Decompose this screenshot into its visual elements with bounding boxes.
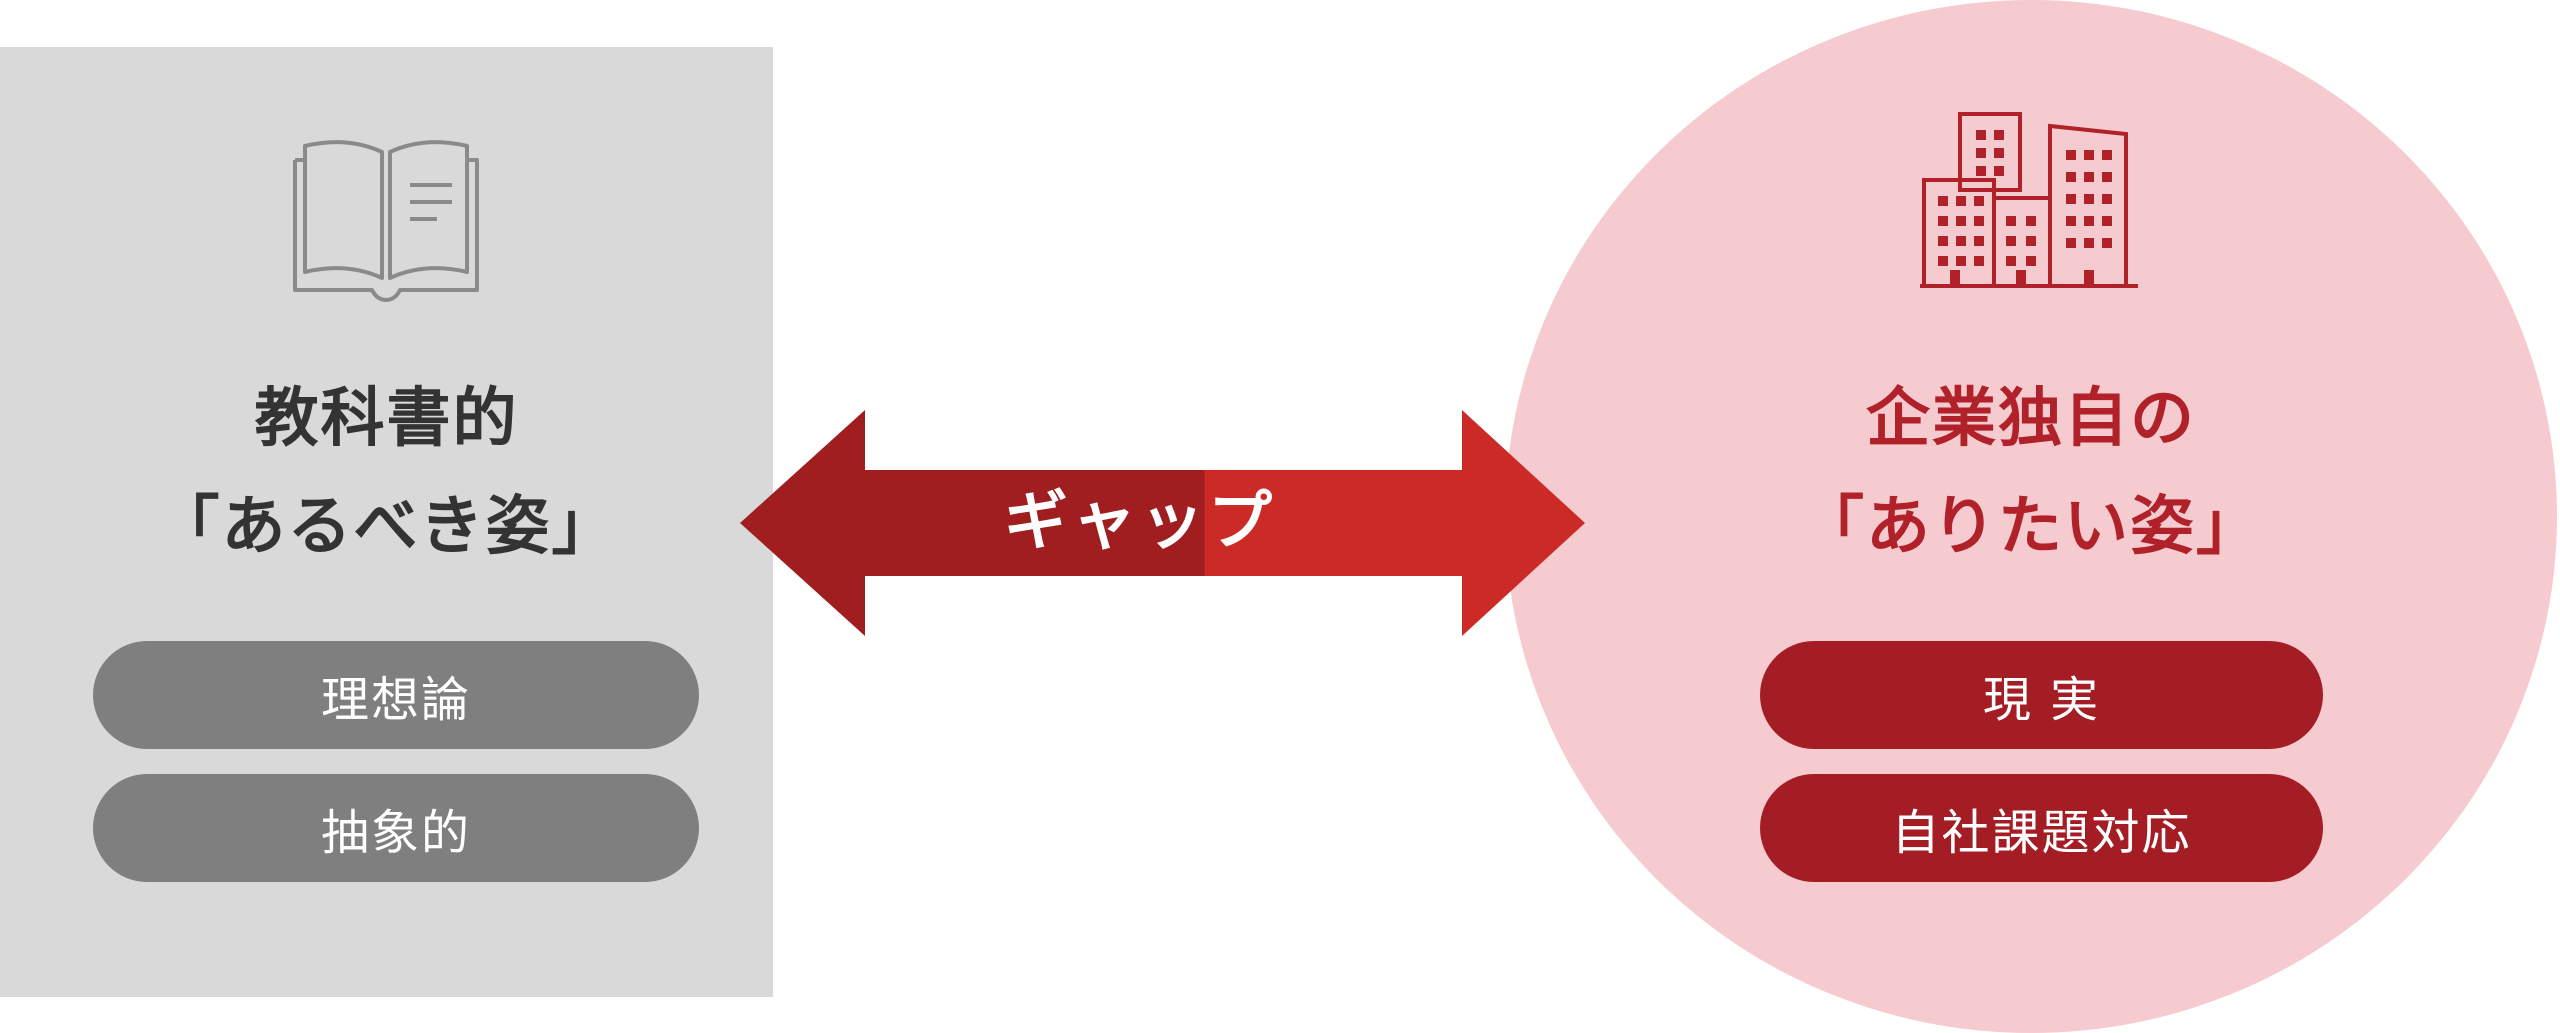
open-book-icon: [293, 140, 479, 302]
company-title-line1: 企業独自の: [1866, 382, 2196, 456]
gap-double-arrow: [740, 410, 1585, 636]
textbook-ideal-heading: 教科書的 「あるべき姿」: [0, 365, 773, 581]
gap-label: ギャップ: [1004, 485, 1276, 559]
abstract-pill: 抽象的: [93, 774, 699, 882]
textbook-title-line2: 「あるべき姿」: [155, 490, 618, 564]
company-ideal-heading: 企業独自の 「ありたい姿」: [1505, 365, 2557, 581]
theory-pill: 理想論: [93, 641, 699, 749]
company-title-line2: 「ありたい姿」: [1800, 490, 2262, 564]
textbook-title-line1: 教科書的: [254, 382, 519, 456]
own-issues-pill: 自社課題対応: [1760, 774, 2323, 882]
buildings-icon: [1920, 112, 2138, 288]
reality-pill: 現 実: [1760, 641, 2323, 749]
